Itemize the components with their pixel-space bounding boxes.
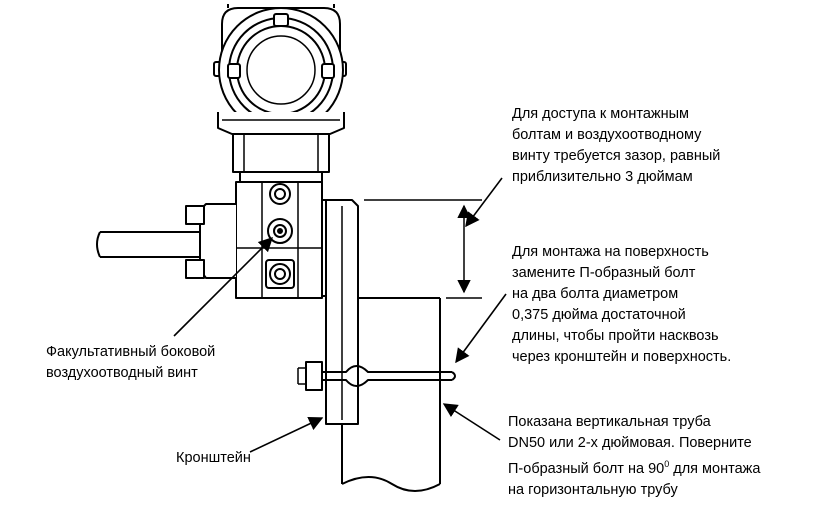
pipe-note-rotate-tail: для монтажа — [669, 461, 761, 477]
pipe-note-rotate-text: П-образный болт на 90 — [508, 461, 665, 477]
leader-clearance — [465, 177, 503, 228]
surface-mount-note-line: длины, чтобы пройти насквозь — [512, 328, 719, 344]
vent-screw-note-line: Факультативный боковой — [46, 344, 216, 360]
pipe-note: Показана вертикальная труба DN50 или 2-х… — [508, 412, 760, 501]
flange-bolt-bottom — [265, 259, 295, 289]
surface-mount-note-line: на два болта диаметром — [512, 286, 679, 302]
leader-pipe — [442, 403, 501, 441]
leader-surface-mount — [455, 293, 507, 364]
pipe-note-line: на горизонтальную трубу — [508, 482, 678, 498]
transmitter-housing — [213, 4, 347, 135]
vent-screw-note-line: воздухоотводный винт — [46, 365, 198, 381]
bracket-label: Кронштейн — [176, 448, 251, 469]
vent-screw — [267, 218, 293, 244]
u-bolt — [297, 361, 456, 391]
degree-mark: 0 — [664, 459, 670, 469]
clearance-note-line: винту требуется зазор, равный — [512, 148, 721, 164]
pipe-note-line: П-образный болт на 900 для монтажа — [508, 454, 760, 480]
transmitter-neck — [232, 133, 330, 183]
clearance-dimension — [364, 199, 482, 299]
surface-mount-note-line: Для монтажа на поверхность — [512, 244, 709, 260]
surface-mount-note-line: замените П-образный болт — [512, 265, 696, 281]
surface-mount-note-line: 0,375 дюйма достаточной — [512, 307, 686, 323]
flange-bolt-top — [269, 183, 291, 205]
clearance-note: Для доступа к монтажным болтам и воздухо… — [512, 104, 720, 188]
impulse-tube — [96, 231, 200, 258]
bracket-label-text: Кронштейн — [176, 450, 251, 466]
surface-mount-note: Для монтажа на поверхность замените П-об… — [512, 242, 731, 368]
clearance-note-line: приблизительно 3 дюймам — [512, 169, 693, 185]
surface-mount-note-line: через кронштейн и поверхность. — [512, 349, 732, 365]
vent-screw-note: Факультативный боковой воздухоотводный в… — [46, 342, 215, 384]
pipe-note-line: DN50 или 2-х дюймовая. Поверните — [508, 435, 752, 451]
leader-bracket — [249, 417, 324, 453]
pipe-note-line: Показана вертикальная труба — [508, 414, 711, 430]
clearance-note-line: Для доступа к монтажным — [512, 106, 689, 122]
clearance-note-line: болтам и воздухоотводному — [512, 127, 702, 143]
mounting-bracket — [325, 199, 359, 425]
sensor-flange — [185, 181, 331, 299]
leader-vent-screw — [173, 236, 274, 337]
